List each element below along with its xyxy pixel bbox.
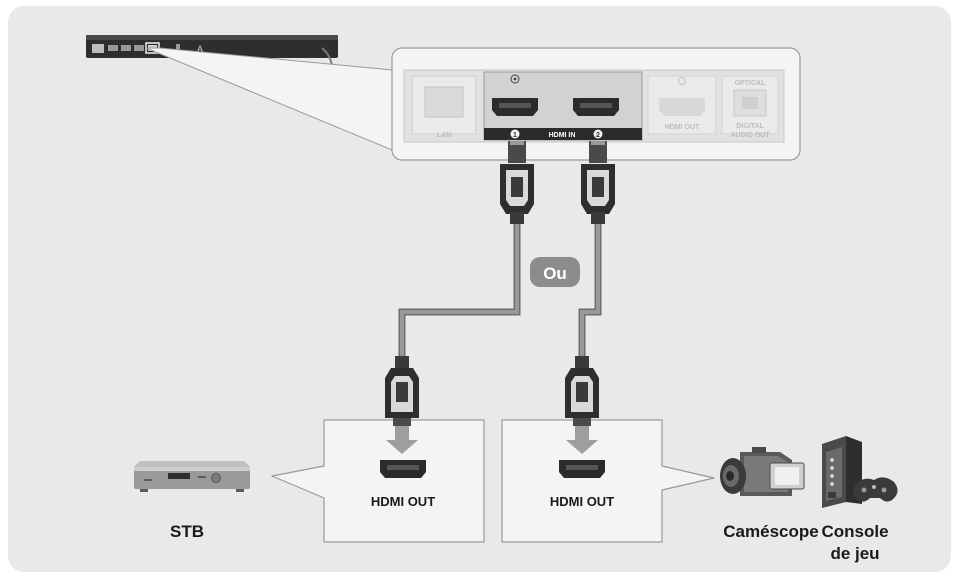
hdmi-out-left-label: HDMI OUT (371, 494, 435, 509)
lan-label: LAN (437, 132, 451, 139)
optical-port (721, 75, 779, 135)
digital-audio-out-label-1: DIGITAL (736, 123, 764, 130)
down-arrow-left (386, 426, 418, 454)
down-arrow-right (566, 426, 598, 454)
camcorder-icon (720, 447, 805, 496)
digital-audio-out-label-2: AUDIO OUT (730, 132, 770, 139)
hdmi-in-1-label: 1 (513, 132, 517, 139)
hdmi-in-block (483, 71, 643, 141)
lan-port (411, 75, 477, 135)
or-badge: Ou (530, 257, 580, 287)
hdmi-plug-icon (500, 141, 534, 224)
rear-port-panel (391, 47, 801, 161)
optical-label: OPTICAL (735, 80, 766, 87)
set-top-box-icon (134, 461, 250, 492)
console-label-line1: Console (821, 522, 888, 541)
hdmi-socket-icon (492, 98, 538, 116)
or-label: Ou (543, 264, 567, 283)
hdmi-in-2-label: 2 (596, 132, 600, 139)
hdmi-cable-left (398, 222, 521, 360)
callout-right (501, 419, 715, 543)
console-label-line2: de jeu (830, 544, 879, 563)
hdmi-plug-icon (581, 141, 615, 224)
svg-text:A: A (197, 44, 203, 54)
callout-left (271, 419, 485, 543)
game-console-icon (822, 436, 898, 508)
hdmi-plug-icon (565, 356, 599, 426)
hdmi-out-panel-label: HDMI OUT (665, 124, 700, 131)
hdmi-cable-right (578, 222, 602, 360)
hdmi-socket-icon (559, 460, 605, 478)
hdmi-socket-icon (573, 98, 619, 116)
hdmi-plug-icon (385, 356, 419, 426)
camcorder-label: Caméscope (723, 522, 818, 541)
stb-label: STB (170, 522, 204, 541)
hdmi-socket-icon (380, 460, 426, 478)
hdmi-in-label: HDMI IN (549, 132, 576, 139)
hdmi-out-right-label: HDMI OUT (550, 494, 614, 509)
hdmi-out-port (647, 75, 717, 135)
